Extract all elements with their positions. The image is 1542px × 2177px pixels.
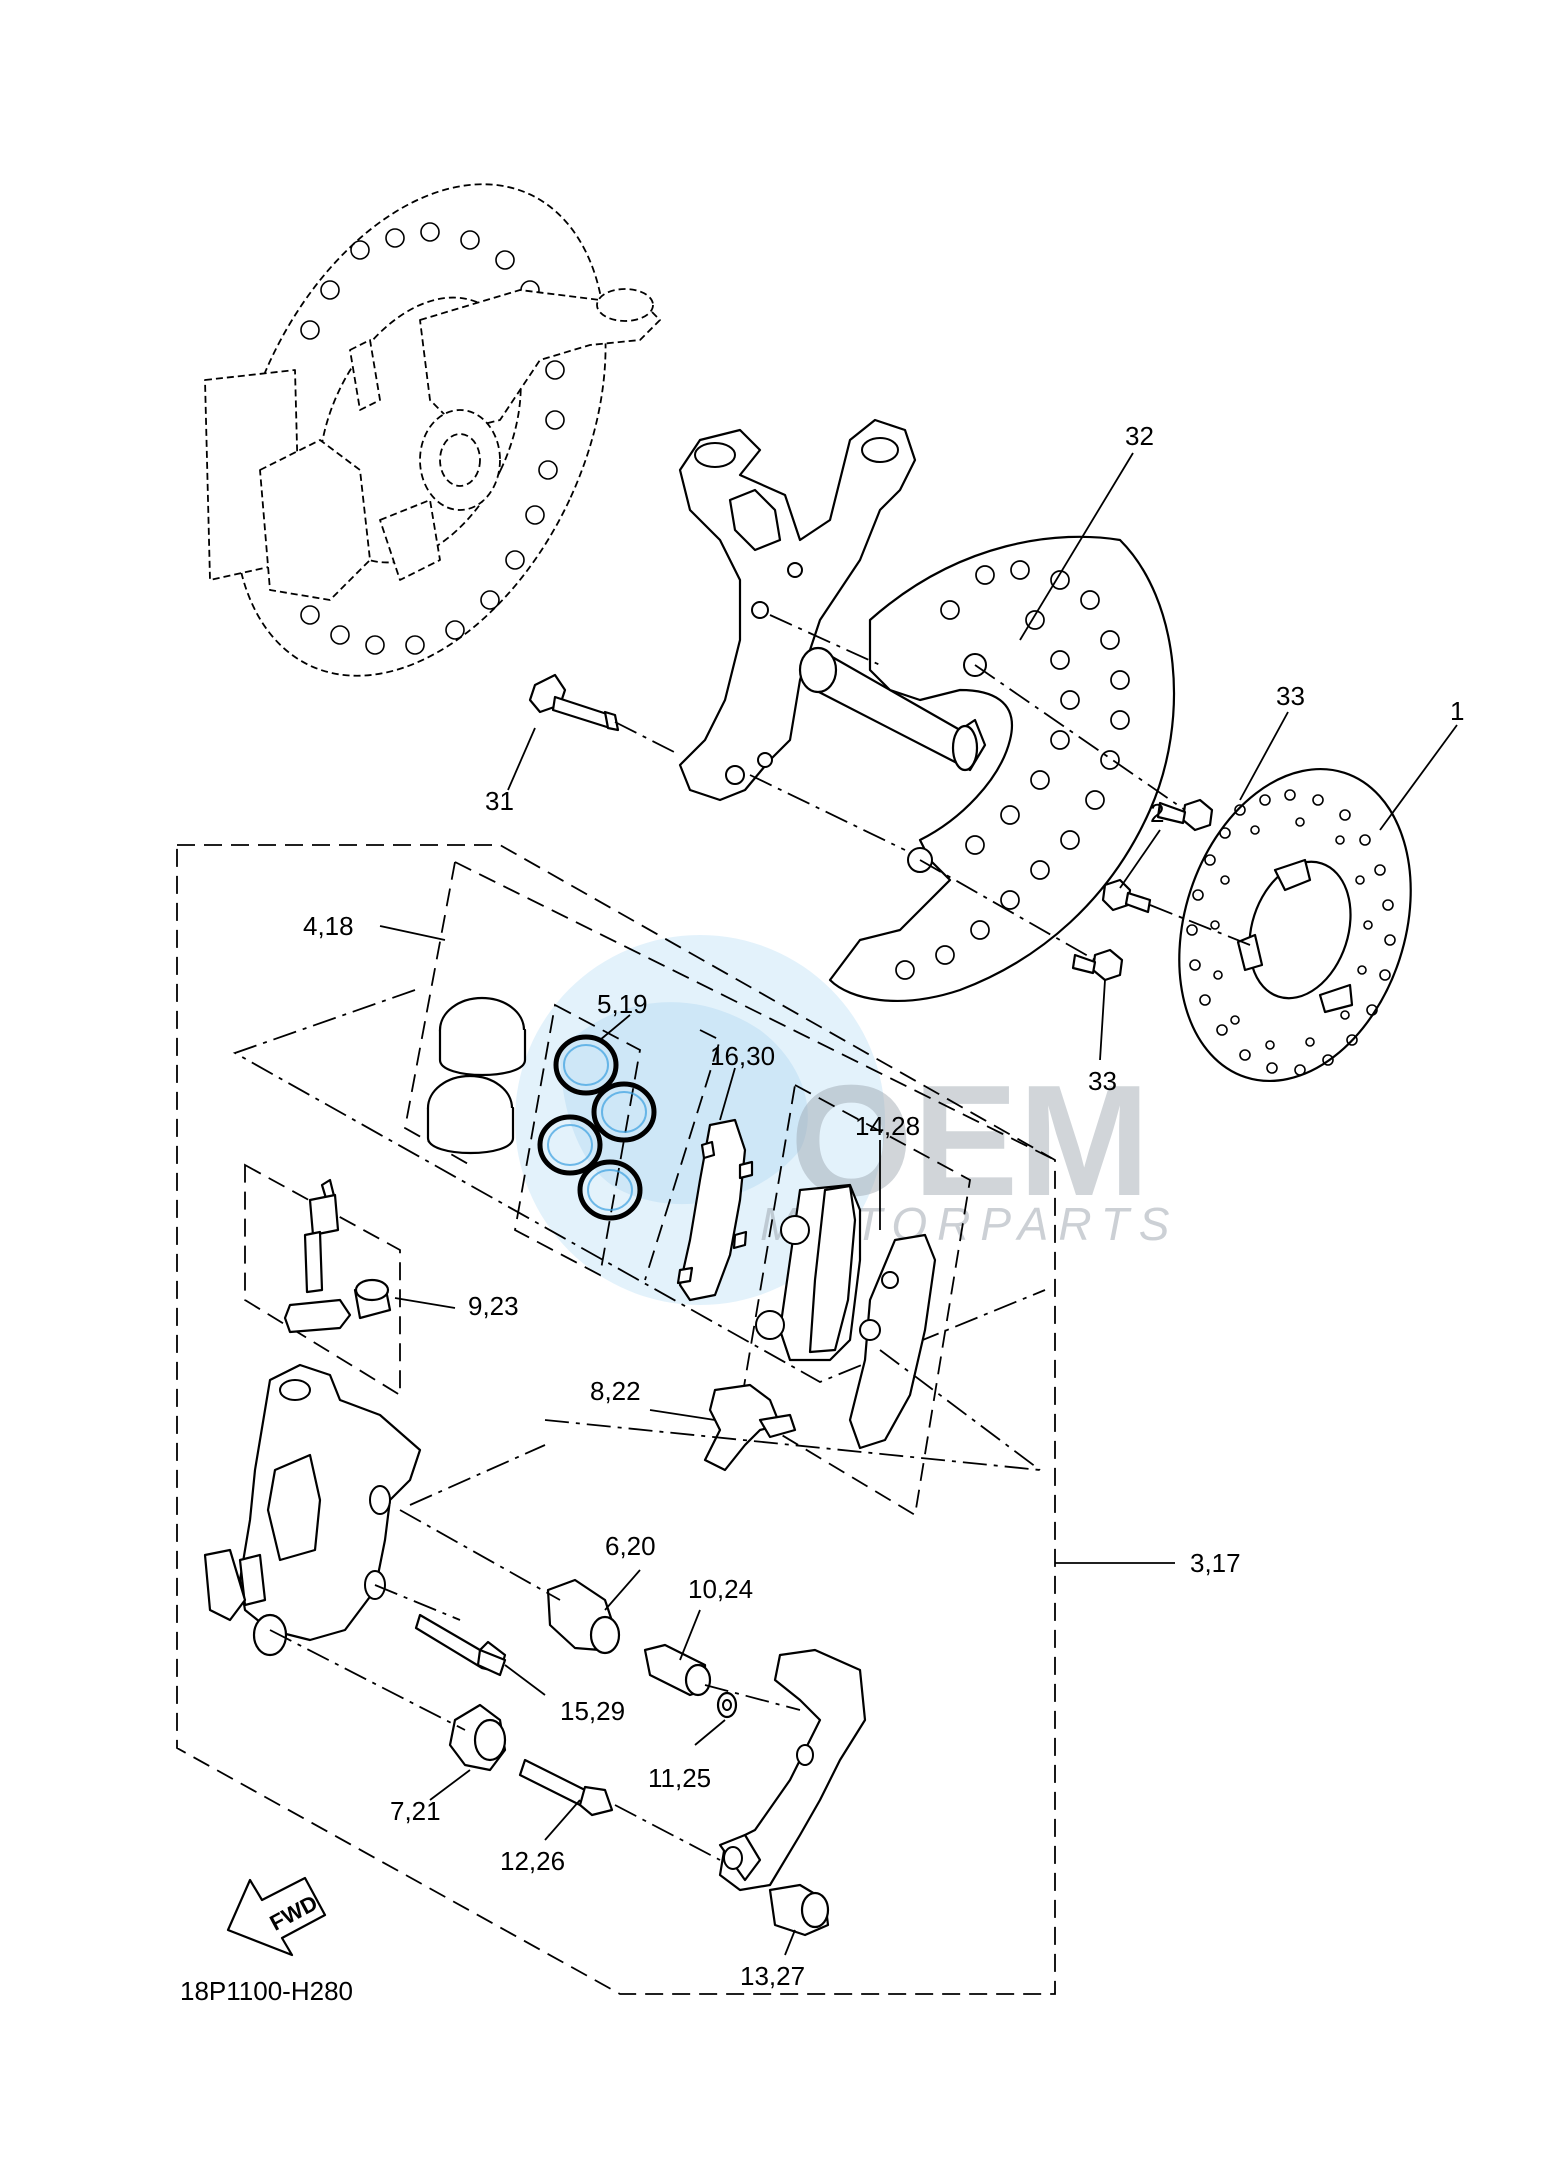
bolt-2 xyxy=(1101,878,1152,914)
callout-33-upper: 33 xyxy=(1276,681,1305,711)
callout-14-28: 14,28 xyxy=(855,1111,920,1141)
dust-shield xyxy=(828,535,1176,1002)
bleeder-screw-group xyxy=(244,1163,401,1397)
caliper-assy-boundary xyxy=(176,844,1056,1995)
piston-kit-group xyxy=(232,861,1056,1383)
callout-32: 32 xyxy=(1125,421,1154,451)
bracket-bolt xyxy=(518,1758,614,1817)
assembled-reference-view xyxy=(204,183,661,677)
slide-pin-boot xyxy=(448,1703,507,1772)
seal-kit-group xyxy=(513,1003,657,1277)
callout-10-24: 10,24 xyxy=(688,1574,753,1604)
pad-spring-clip xyxy=(703,1383,797,1472)
pad-shim-group xyxy=(644,1029,754,1302)
callout-9-23: 9,23 xyxy=(468,1291,519,1321)
caliper-body xyxy=(203,1363,422,1657)
callout-labels: 32 1 33 2 33 31 4,18 5,19 16,30 14,28 9,… xyxy=(303,421,1464,1991)
leader-lines xyxy=(379,452,1458,1956)
callout-11-25: 11,25 xyxy=(648,1763,711,1793)
slide-pin xyxy=(414,1613,507,1677)
assembly-axis-lines xyxy=(614,614,1251,961)
pad-pin-bolt xyxy=(643,1643,712,1697)
callout-13-27: 13,27 xyxy=(740,1961,805,1991)
callout-16-30: 16,30 xyxy=(710,1041,775,1071)
bolt-33-upper xyxy=(1156,798,1214,832)
callout-3-17: 3,17 xyxy=(1190,1548,1241,1578)
callout-2: 2 xyxy=(1150,798,1164,828)
bolt-33-lower xyxy=(1071,948,1124,982)
steering-knuckle xyxy=(678,418,987,802)
callout-15-29: 15,29 xyxy=(560,1696,625,1726)
callout-33-lower: 33 xyxy=(1088,1066,1117,1096)
watermark-globe xyxy=(515,935,885,1305)
callout-1: 1 xyxy=(1450,696,1464,726)
callout-12-26: 12,26 xyxy=(500,1846,565,1876)
diagram-code: 18P1100-H280 xyxy=(180,1976,353,2006)
watermark: OEM MOTORPARTS xyxy=(515,935,1169,1305)
guide-pin-boot xyxy=(546,1578,621,1655)
callout-5-19: 5,19 xyxy=(597,989,648,1019)
bracket-collar xyxy=(768,1883,830,1937)
callout-7-21: 7,21 xyxy=(390,1796,441,1826)
callout-4-18: 4,18 xyxy=(303,911,354,941)
callout-8-22: 8,22 xyxy=(590,1376,641,1406)
callout-6-20: 6,20 xyxy=(605,1531,656,1561)
brake-disc xyxy=(1178,767,1412,1083)
bolt-31 xyxy=(528,673,620,732)
detail-lines xyxy=(269,1349,1041,1861)
callout-31: 31 xyxy=(485,786,514,816)
caliper-bracket xyxy=(718,1648,867,1892)
brake-pad-group xyxy=(739,1083,971,1517)
forward-arrow: FWD xyxy=(226,1876,327,1957)
washer xyxy=(716,1691,738,1719)
